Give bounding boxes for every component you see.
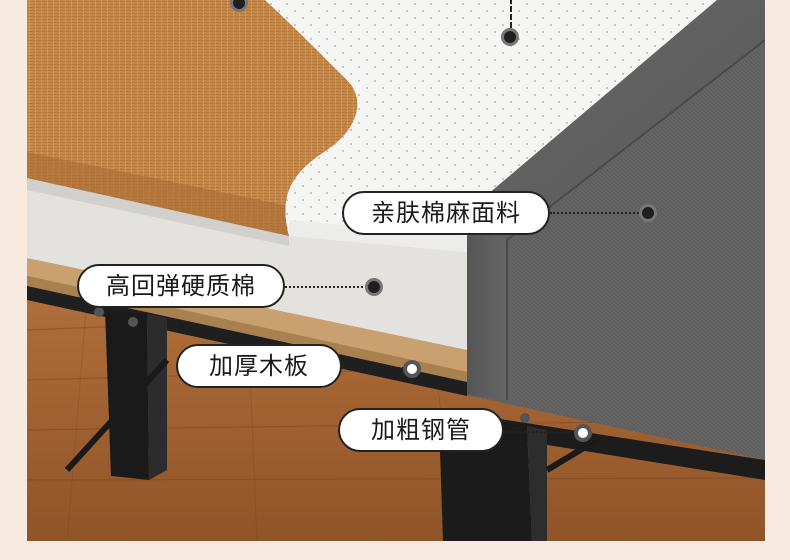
fabric-marker bbox=[639, 204, 657, 222]
board-label: 加厚木板 bbox=[176, 344, 342, 388]
board-leader-line bbox=[342, 367, 404, 369]
foam-marker bbox=[365, 278, 383, 296]
foam-label: 高回弹硬质棉 bbox=[77, 264, 285, 308]
steel-marker bbox=[574, 424, 592, 442]
foam-leader-line bbox=[285, 286, 367, 288]
latex-layer-marker bbox=[501, 28, 519, 46]
steel-leader-line bbox=[504, 431, 574, 433]
coir-layer-marker bbox=[230, 0, 248, 12]
board-marker bbox=[403, 360, 421, 378]
steel-label: 加粗钢管 bbox=[338, 408, 504, 452]
latex-leader-line bbox=[510, 0, 512, 28]
fabric-leader-line bbox=[550, 212, 642, 214]
fabric-label: 亲肤棉麻面料 bbox=[342, 191, 550, 235]
